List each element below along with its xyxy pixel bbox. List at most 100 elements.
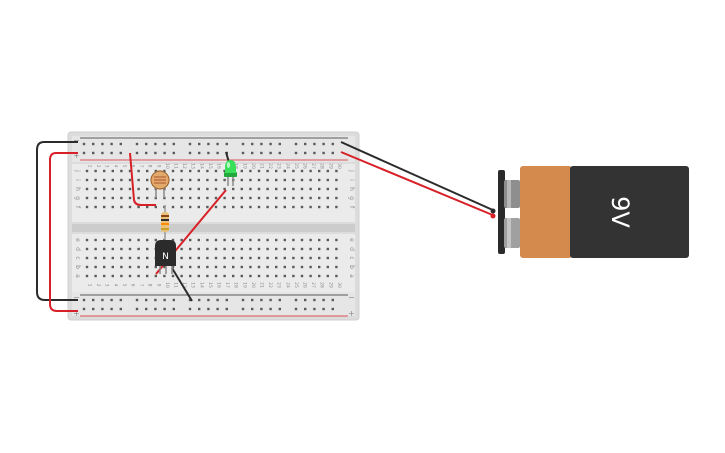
- rail-hole[interactable]: [110, 298, 113, 302]
- rail-hole[interactable]: [278, 151, 281, 155]
- terminal-hole[interactable]: [240, 238, 243, 242]
- terminal-hole[interactable]: [94, 265, 97, 269]
- terminal-hole[interactable]: [214, 169, 218, 173]
- terminal-hole[interactable]: [189, 247, 192, 251]
- terminal-hole[interactable]: [275, 265, 278, 269]
- terminal-hole[interactable]: [300, 205, 304, 209]
- terminal-hole[interactable]: [189, 238, 192, 242]
- terminal-hole[interactable]: [154, 205, 157, 209]
- terminal-hole[interactable]: [266, 238, 269, 242]
- rail-hole[interactable]: [135, 307, 139, 311]
- rail-hole[interactable]: [260, 298, 263, 302]
- terminal-hole[interactable]: [120, 265, 123, 269]
- terminal-hole[interactable]: [206, 256, 209, 260]
- terminal-hole[interactable]: [249, 205, 252, 209]
- terminal-hole[interactable]: [85, 178, 89, 182]
- terminal-hole[interactable]: [180, 205, 183, 209]
- rail-hole[interactable]: [135, 151, 139, 155]
- terminal-hole[interactable]: [223, 274, 226, 278]
- terminal-hole[interactable]: [283, 205, 286, 209]
- terminal-hole[interactable]: [171, 205, 175, 209]
- rail-hole[interactable]: [322, 142, 325, 146]
- rail-hole[interactable]: [216, 307, 219, 311]
- terminal-hole[interactable]: [326, 238, 329, 242]
- terminal-hole[interactable]: [223, 256, 226, 260]
- terminal-hole[interactable]: [197, 256, 200, 260]
- terminal-hole[interactable]: [128, 196, 132, 200]
- rail-hole[interactable]: [172, 298, 175, 302]
- terminal-hole[interactable]: [103, 187, 106, 191]
- terminal-hole[interactable]: [206, 274, 209, 278]
- terminal-hole[interactable]: [137, 265, 140, 269]
- terminal-hole[interactable]: [300, 265, 304, 269]
- rail-hole[interactable]: [241, 307, 245, 311]
- rail-hole[interactable]: [278, 142, 281, 146]
- rail-hole[interactable]: [188, 151, 192, 155]
- terminal-hole[interactable]: [120, 256, 123, 260]
- rail-hole[interactable]: [163, 298, 166, 302]
- terminal-hole[interactable]: [326, 205, 329, 209]
- terminal-hole[interactable]: [300, 178, 304, 182]
- terminal-hole[interactable]: [318, 205, 321, 209]
- terminal-hole[interactable]: [214, 256, 218, 260]
- terminal-hole[interactable]: [300, 238, 304, 242]
- terminal-hole[interactable]: [283, 196, 286, 200]
- terminal-hole[interactable]: [232, 187, 235, 191]
- rail-hole[interactable]: [101, 298, 104, 302]
- rail-hole[interactable]: [225, 142, 228, 146]
- terminal-hole[interactable]: [223, 265, 226, 269]
- terminal-hole[interactable]: [111, 274, 114, 278]
- terminal-hole[interactable]: [180, 256, 183, 260]
- rail-hole[interactable]: [207, 151, 210, 155]
- terminal-hole[interactable]: [275, 274, 278, 278]
- terminal-hole[interactable]: [103, 205, 106, 209]
- terminal-hole[interactable]: [189, 274, 192, 278]
- terminal-hole[interactable]: [300, 256, 304, 260]
- terminal-hole[interactable]: [283, 238, 286, 242]
- terminal-hole[interactable]: [266, 178, 269, 182]
- terminal-hole[interactable]: [275, 205, 278, 209]
- rail-hole[interactable]: [260, 151, 263, 155]
- rail-hole[interactable]: [269, 307, 272, 311]
- battery-red-wire[interactable]: [340, 151, 496, 217]
- rail-hole[interactable]: [172, 151, 175, 155]
- terminal-hole[interactable]: [240, 187, 243, 191]
- terminal-hole[interactable]: [197, 205, 200, 209]
- terminal-hole[interactable]: [257, 274, 261, 278]
- terminal-hole[interactable]: [137, 205, 140, 209]
- terminal-hole[interactable]: [292, 256, 295, 260]
- terminal-hole[interactable]: [111, 187, 114, 191]
- terminal-hole[interactable]: [318, 196, 321, 200]
- rail-hole[interactable]: [207, 142, 210, 146]
- terminal-hole[interactable]: [266, 187, 269, 191]
- rail-hole[interactable]: [251, 142, 254, 146]
- rail-hole[interactable]: [331, 151, 334, 155]
- terminal-hole[interactable]: [292, 265, 295, 269]
- rail-hole[interactable]: [294, 298, 298, 302]
- rail-hole[interactable]: [119, 151, 122, 155]
- terminal-hole[interactable]: [103, 256, 106, 260]
- terminal-hole[interactable]: [257, 256, 261, 260]
- terminal-hole[interactable]: [180, 265, 183, 269]
- terminal-hole[interactable]: [85, 238, 89, 242]
- terminal-hole[interactable]: [335, 256, 338, 260]
- terminal-hole[interactable]: [214, 178, 218, 182]
- terminal-hole[interactable]: [300, 187, 304, 191]
- terminal-hole[interactable]: [240, 256, 243, 260]
- rail-hole[interactable]: [294, 142, 298, 146]
- terminal-hole[interactable]: [249, 196, 252, 200]
- rail-hole[interactable]: [241, 142, 245, 146]
- rail-hole[interactable]: [313, 142, 316, 146]
- terminal-hole[interactable]: [189, 178, 192, 182]
- terminal-hole[interactable]: [137, 187, 140, 191]
- rail-hole[interactable]: [269, 298, 272, 302]
- rail-hole[interactable]: [119, 142, 122, 146]
- terminal-hole[interactable]: [326, 187, 329, 191]
- terminal-hole[interactable]: [309, 196, 312, 200]
- terminal-hole[interactable]: [189, 265, 192, 269]
- terminal-hole[interactable]: [326, 247, 329, 251]
- rail-hole[interactable]: [304, 298, 307, 302]
- terminal-hole[interactable]: [189, 169, 192, 173]
- terminal-hole[interactable]: [197, 238, 200, 242]
- terminal-hole[interactable]: [85, 256, 89, 260]
